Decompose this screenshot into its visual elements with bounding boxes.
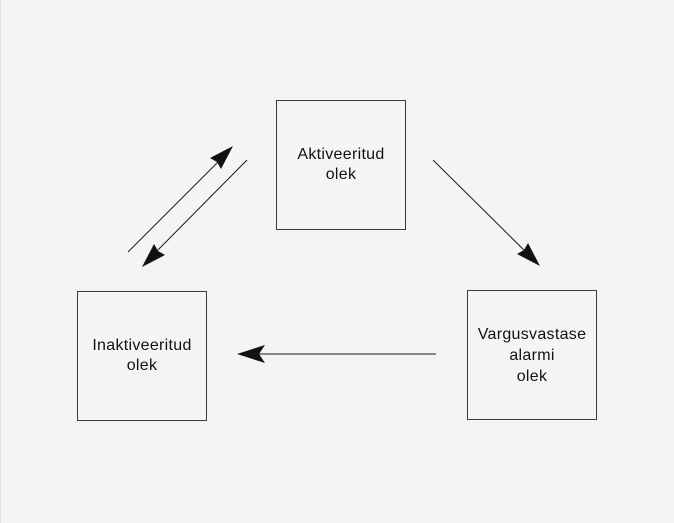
state-active-label: Aktiveeritud olek [297,146,385,183]
arrow-active-to-inactive [142,159,248,267]
state-alarm-label: Vargusvastase alarmi olek [477,325,587,385]
state-alarm-box: Vargusvastase alarmi olek [467,290,597,420]
arrow-alarm-to-inactive [237,345,436,363]
state-inactive-label: Inaktiveeritud olek [92,337,192,374]
state-active-box: Aktiveeritud olek [276,100,406,230]
arrow-inactive-to-active [127,146,233,253]
state-inactive-box: Inaktiveeritud olek [77,291,207,421]
arrow-active-to-alarm [432,159,540,266]
